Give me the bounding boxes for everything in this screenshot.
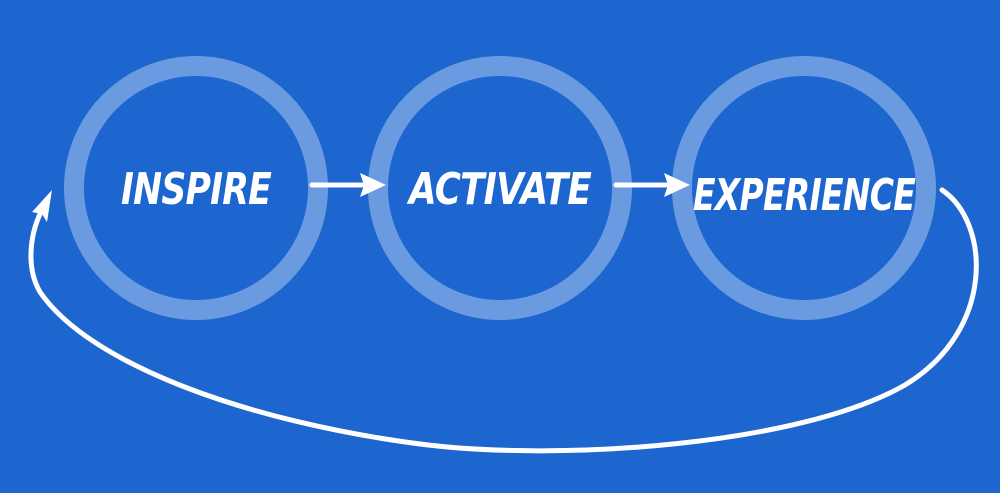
arrow-loop-back-to-inspire [28,187,979,454]
stage-circle-inspire [64,56,328,320]
stage-label-activate: ACTIVATE [407,164,592,215]
stage-label-experience: EXPERIENCE [693,170,916,221]
arrow-activate-to-experience [613,173,690,197]
stage-label-inspire: INSPIRE [121,164,272,215]
arrow-inspire-to-activate [309,173,386,197]
